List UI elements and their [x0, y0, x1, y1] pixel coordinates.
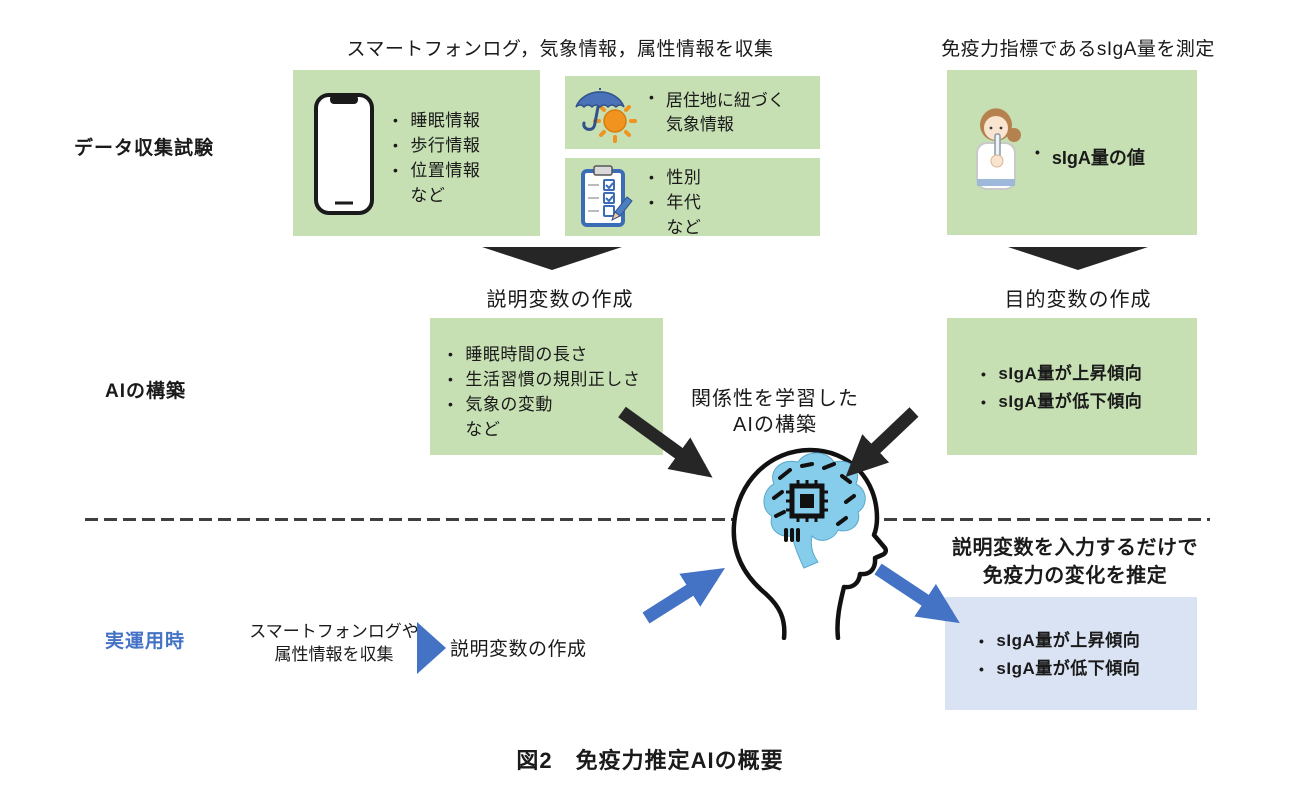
weather-info-box: • 居住地に紐づく 気象情報	[565, 76, 820, 149]
weather-line2: 気象情報	[665, 115, 734, 134]
list-item: 気象の変動	[448, 392, 640, 417]
result-header-line1: 説明変数を入力するだけで	[952, 537, 1198, 559]
result-header-line2: 免疫力の変化を推定	[982, 565, 1168, 587]
siga-measurement-box: sIgA量の値	[947, 70, 1197, 235]
dashed-divider-left	[85, 518, 735, 521]
top-left-header: スマートフォンログ，気象情報，属性情報を収集	[346, 39, 774, 60]
attribute-info-box: 性別 年代 など	[565, 158, 820, 237]
list-item: 睡眠情報	[393, 108, 480, 133]
learned-ai-line1: 関係性を学習した	[691, 388, 859, 410]
top-right-header: 免疫力指標であるsIgA量を測定	[941, 39, 1215, 60]
down-arrow-left	[482, 247, 622, 270]
target-box: sIgA量が上昇傾向 sIgA量が低下傾向	[947, 318, 1197, 455]
list-item: sIgA量が低下傾向	[979, 655, 1140, 683]
list-item: 歩行情報	[393, 133, 480, 158]
result-header: 説明変数を入力するだけで 免疫力の変化を推定	[905, 534, 1245, 590]
smartphone-log-box: 睡眠情報 歩行情報 位置情報 など	[293, 70, 540, 236]
list-item: など	[465, 420, 501, 439]
list-item: 睡眠時間の長さ	[448, 342, 640, 367]
ai-brain-head-icon	[722, 440, 892, 640]
figure-caption: 図2 免疫力推定AIの概要	[516, 748, 784, 773]
weather-bullet: • 居住地に紐づく 気象情報	[649, 89, 785, 134]
siga-value-label: sIgA量の値	[1051, 148, 1145, 168]
result-box: sIgA量が上昇傾向 sIgA量が低下傾向	[945, 597, 1197, 710]
list-item: sIgA量が低下傾向	[981, 388, 1142, 416]
row-label-data-collection: データ収集試験	[74, 138, 215, 159]
list-item: 性別	[649, 165, 701, 190]
list-item: 生活習慣の規則正しさ	[448, 367, 640, 392]
smartphone-icon	[314, 93, 374, 215]
learned-ai-label: 関係性を学習した AIの構築	[672, 386, 878, 438]
row-label-ai-build: AIの構築	[105, 381, 187, 402]
list-item: sIgA量が上昇傾向	[979, 627, 1140, 655]
clipboard-icon	[581, 165, 633, 227]
list-item: など	[666, 218, 702, 237]
collect-line1: スマートフォンログや	[249, 622, 419, 641]
blue-right-triangle	[417, 622, 446, 674]
list-item: 位置情報	[393, 158, 480, 183]
list-item: など	[410, 186, 446, 205]
row-label-deployment: 実運用時	[105, 631, 186, 652]
list-item: 年代	[649, 190, 701, 215]
learned-ai-line2: AIの構築	[733, 414, 817, 436]
dashed-divider-right	[884, 518, 1210, 521]
umbrella-sun-icon	[575, 88, 637, 143]
weather-line1: 居住地に紐づく	[665, 91, 785, 110]
collect-line2: 属性情報を収集	[274, 645, 394, 664]
blue-arrow-to-brain	[642, 568, 725, 624]
saliva-test-girl-icon	[976, 108, 1021, 190]
list-item: sIgA量が上昇傾向	[981, 360, 1142, 388]
down-arrow-right	[1008, 247, 1148, 270]
siga-bullet: sIgA量の値	[1035, 144, 1145, 170]
target-variable-label: 目的変数の作成	[1004, 289, 1152, 311]
features-box: 睡眠時間の長さ 生活習慣の規則正しさ 気象の変動 など	[430, 318, 663, 455]
deployment-explanatory-variable-label: 説明変数の作成	[450, 639, 587, 660]
explanatory-variable-label: 説明変数の作成	[486, 289, 634, 311]
deployment-collect-label: スマートフォンログや 属性情報を収集	[248, 620, 420, 666]
